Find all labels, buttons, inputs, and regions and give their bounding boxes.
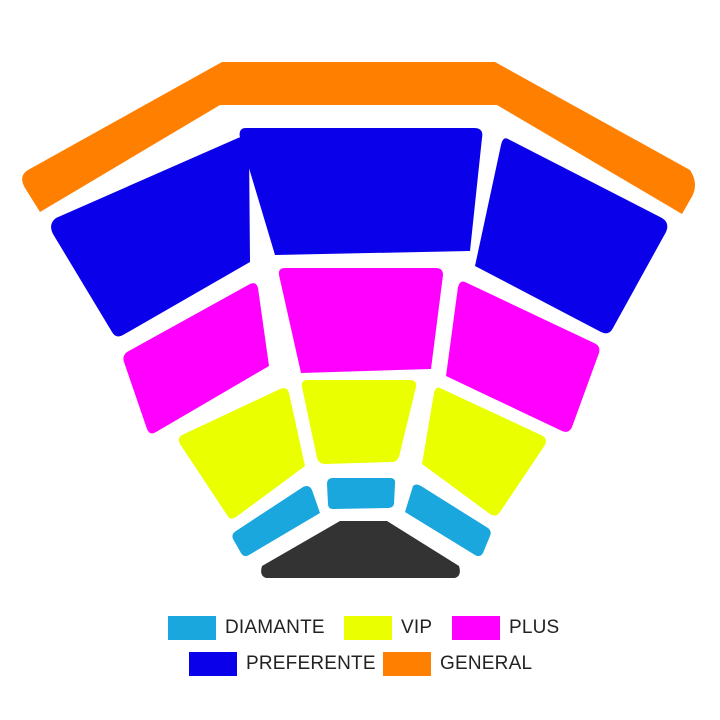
stage: [261, 521, 460, 578]
section-preferente-left[interactable]: [51, 137, 251, 337]
legend-vip: VIP: [344, 614, 432, 642]
legend-diamante: DIAMANTE: [168, 614, 325, 642]
legend-label-general: GENERAL: [440, 653, 533, 674]
section-vip-right[interactable]: [422, 387, 546, 516]
swatch-diamante: [168, 616, 216, 640]
swatch-general: [383, 652, 431, 676]
legend-label-plus: PLUS: [509, 617, 560, 638]
section-diamante-right[interactable]: [405, 484, 491, 557]
section-plus-right[interactable]: [446, 281, 600, 432]
legend-label-vip: VIP: [401, 617, 433, 638]
swatch-vip: [344, 616, 392, 640]
legend-general: GENERAL: [383, 650, 532, 678]
swatch-preferente: [189, 652, 237, 676]
swatch-plus: [452, 616, 500, 640]
section-vip-center[interactable]: [301, 380, 417, 464]
section-plus-center[interactable]: [278, 268, 443, 373]
section-diamante-left[interactable]: [232, 486, 320, 557]
section-vip-left[interactable]: [178, 388, 305, 519]
section-diamante-center[interactable]: [327, 478, 396, 509]
section-preferente-center[interactable]: [239, 128, 483, 255]
legend-label-preferente: PREFERENTE: [246, 653, 376, 674]
section-plus-left[interactable]: [123, 283, 269, 434]
section-general[interactable]: [22, 62, 695, 214]
legend-label-diamante: DIAMANTE: [225, 617, 325, 638]
legend-row-2: PREFERENTE GENERAL: [0, 650, 720, 678]
section-preferente-right[interactable]: [475, 138, 668, 334]
legend-plus: PLUS: [452, 614, 559, 642]
legend-preferente: PREFERENTE: [189, 650, 376, 678]
legend-row-1: DIAMANTE VIP PLUS: [0, 614, 720, 642]
